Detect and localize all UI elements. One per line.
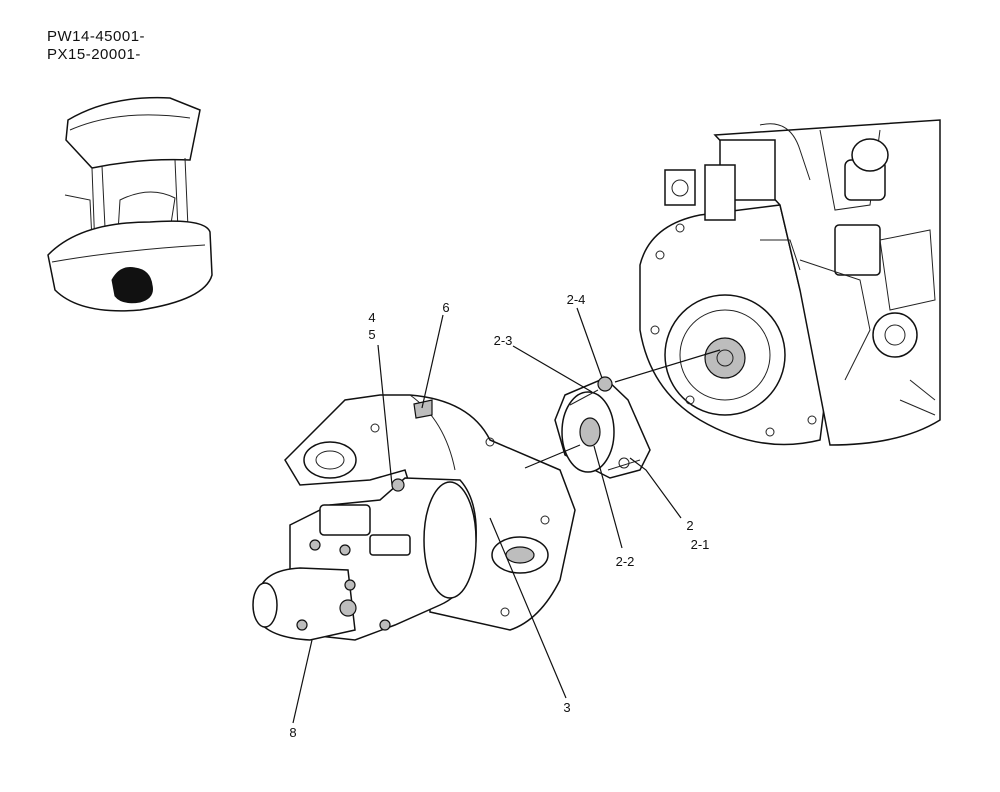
callout-6: 6 [442, 300, 449, 315]
callout-2: 2 [686, 518, 693, 533]
callout-2-1: 2-1 [691, 537, 710, 552]
callout-2-2: 2-2 [616, 554, 635, 569]
serial-range: PW14-45001- PX15-20001- [47, 28, 145, 64]
hydraulic-pump [252, 477, 477, 641]
callout-2-4: 2-4 [567, 292, 586, 307]
callout-3: 3 [563, 700, 570, 715]
callout-labels: 6 4 5 2-4 2-3 2 2-1 2-2 3 8 [289, 292, 709, 740]
leader-lines [292, 307, 682, 724]
serial-number-1: PW14-45001- [47, 28, 146, 45]
coupling-assembly [554, 376, 651, 479]
engine-assembly [639, 119, 941, 446]
callout-8: 8 [289, 725, 296, 740]
highlight-engine-area-mark [111, 267, 153, 304]
plug-item-6 [413, 399, 433, 419]
callout-5: 5 [368, 327, 375, 342]
callout-2-3: 2-3 [494, 333, 513, 348]
serial-number-2: PX15-20001- [47, 46, 141, 63]
machine-locator-thumbnail [47, 96, 213, 312]
alignment-lines [524, 349, 721, 469]
callout-4: 4 [368, 310, 375, 325]
